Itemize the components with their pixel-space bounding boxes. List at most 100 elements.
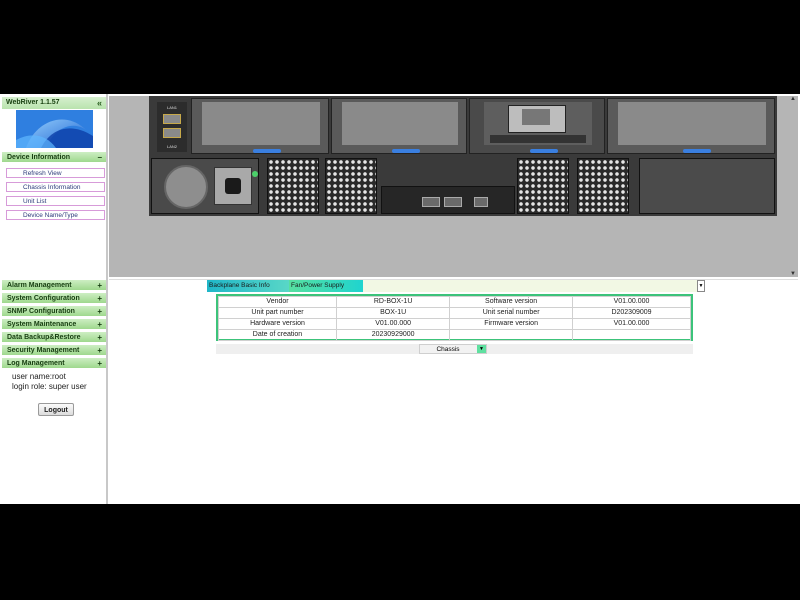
scroll-up-icon[interactable]: ▲ <box>790 96 796 102</box>
port-strip <box>490 135 586 143</box>
field-value: 20230929000 <box>335 329 451 341</box>
controller-card[interactable] <box>381 186 515 214</box>
group-security-management[interactable]: Security Management + <box>2 345 106 356</box>
field-value: V01.00.000 <box>571 318 692 330</box>
collapse-icon: − <box>97 153 102 162</box>
table-row: Hardware version V01.00.000 Firmware ver… <box>218 318 692 330</box>
app-title: WebRiver 1.1.57 <box>6 99 60 106</box>
group-system-maintenance[interactable]: System Maintenance + <box>2 319 106 330</box>
group-device-information[interactable]: Device Information − <box>2 152 106 163</box>
module-port <box>522 109 550 125</box>
blank-panel <box>639 158 775 214</box>
expand-icon: + <box>97 333 102 342</box>
logout-button[interactable]: Logout <box>38 403 74 416</box>
fan-module-3[interactable] <box>517 158 569 214</box>
field-label: Vendor <box>218 296 337 308</box>
field-value: D202309009 <box>571 307 692 319</box>
field-label: Firmware version <box>449 318 573 330</box>
menu-item-device-name-type[interactable]: Device Name/Type <box>6 210 105 220</box>
menu-item-chassis-information[interactable]: Chassis Information <box>6 182 105 192</box>
menu-item-refresh-view[interactable]: Refresh View <box>6 168 105 178</box>
slot-latch <box>530 149 559 153</box>
group-label: SNMP Configuration <box>7 308 75 315</box>
expand-icon: + <box>97 346 102 355</box>
content-area: Backplane Basic Info Fan/Power Supply ▼ … <box>109 279 798 503</box>
group-log-management[interactable]: Log Management + <box>2 358 106 369</box>
lan1-label: LAN1 <box>167 105 178 110</box>
app-title-bar: WebRiver 1.1.57 « <box>2 97 106 109</box>
login-role-text: login role: super user <box>12 382 87 391</box>
tab-dropdown-icon[interactable]: ▼ <box>697 280 705 292</box>
field-value: BOX-1U <box>335 307 451 319</box>
field-value: RD-BOX-1U <box>335 296 451 308</box>
fan-wheel-icon <box>164 165 208 209</box>
sfp-port-1[interactable] <box>422 197 440 207</box>
field-label: Date of creation <box>218 329 337 341</box>
table-row: Unit part number BOX-1U Unit serial numb… <box>218 307 692 319</box>
tab-bar: Backplane Basic Info Fan/Power Supply ▼ <box>207 280 705 292</box>
app-window: WebRiver 1.1.57 « Device Information − R… <box>0 94 800 504</box>
slot-latch <box>253 149 282 153</box>
field-label: Unit part number <box>218 307 337 319</box>
group-alarm-management[interactable]: Alarm Management + <box>2 280 106 291</box>
field-label: Unit serial number <box>449 307 573 319</box>
windows-logo-image <box>16 110 93 148</box>
fan-module-4[interactable] <box>577 158 629 214</box>
scroll-down-icon[interactable]: ▼ <box>790 271 796 277</box>
field-label: Hardware version <box>218 318 337 330</box>
field-value: V01.00.000 <box>571 296 692 308</box>
expand-icon: + <box>97 320 102 329</box>
field-value <box>571 329 692 341</box>
group-data-backup-restore[interactable]: Data Backup&Restore + <box>2 332 106 343</box>
menu-item-unit-list[interactable]: Unit List <box>6 196 105 206</box>
field-value: V01.00.000 <box>335 318 451 330</box>
backplane-info-table: Vendor RD-BOX-1U Software version V01.00… <box>218 296 692 341</box>
expand-icon: + <box>97 359 102 368</box>
tab-fan-power-supply[interactable]: Fan/Power Supply <box>289 280 363 292</box>
card-slot-3[interactable] <box>469 98 605 154</box>
user-info: user name:root login role: super user <box>12 372 87 392</box>
fan-module-2[interactable] <box>325 158 377 214</box>
slot-latch <box>392 149 421 153</box>
user-name-text: user name:root <box>12 372 66 381</box>
group-label: Security Management <box>7 347 80 354</box>
group-label: System Configuration <box>7 295 80 302</box>
chassis-select[interactable]: Chassis ▼ <box>419 344 487 354</box>
fan-module-1[interactable] <box>267 158 319 214</box>
management-ports: LAN1 LAN2 <box>157 102 187 152</box>
table-row: Date of creation 20230929000 <box>218 329 692 341</box>
sidebar: WebRiver 1.1.57 « Device Information − R… <box>0 94 108 504</box>
group-label: Data Backup&Restore <box>7 334 81 341</box>
usb-port[interactable] <box>474 197 488 207</box>
field-label: Software version <box>449 296 573 308</box>
lan2-port[interactable] <box>163 128 181 138</box>
backplane-info-panel: Vendor RD-BOX-1U Software version V01.00… <box>216 294 693 341</box>
device-panel-view: ▲ ▼ LAN1 LAN2 <box>109 96 798 277</box>
slot-latch <box>682 149 711 153</box>
collapse-sidebar-icon[interactable]: « <box>96 98 102 108</box>
group-snmp-configuration[interactable]: SNMP Configuration + <box>2 306 106 317</box>
power-supply-unit[interactable] <box>151 158 259 214</box>
group-system-configuration[interactable]: System Configuration + <box>2 293 106 304</box>
lan2-label: LAN2 <box>167 144 178 149</box>
power-socket <box>214 167 252 205</box>
group-label: Device Information <box>7 154 71 161</box>
expand-icon: + <box>97 294 102 303</box>
tab-backplane-basic-info[interactable]: Backplane Basic Info <box>207 280 289 292</box>
card-slot-4[interactable] <box>607 98 775 154</box>
group-label: System Maintenance <box>7 321 77 328</box>
group-label: Alarm Management <box>7 282 72 289</box>
field-label <box>449 329 573 341</box>
card-slot-1[interactable] <box>191 98 329 154</box>
lan1-port[interactable] <box>163 114 181 124</box>
group-label: Log Management <box>7 360 65 367</box>
power-led <box>252 171 258 177</box>
expand-icon: + <box>97 307 102 316</box>
expand-icon: + <box>97 281 102 290</box>
chassis-select-value: Chassis <box>436 346 460 353</box>
card-slot-2[interactable] <box>331 98 467 154</box>
sfp-port-2[interactable] <box>444 197 462 207</box>
table-row: Vendor RD-BOX-1U Software version V01.00… <box>218 296 692 308</box>
chassis-image: LAN1 LAN2 <box>149 96 777 216</box>
chevron-down-icon[interactable]: ▼ <box>477 345 486 353</box>
